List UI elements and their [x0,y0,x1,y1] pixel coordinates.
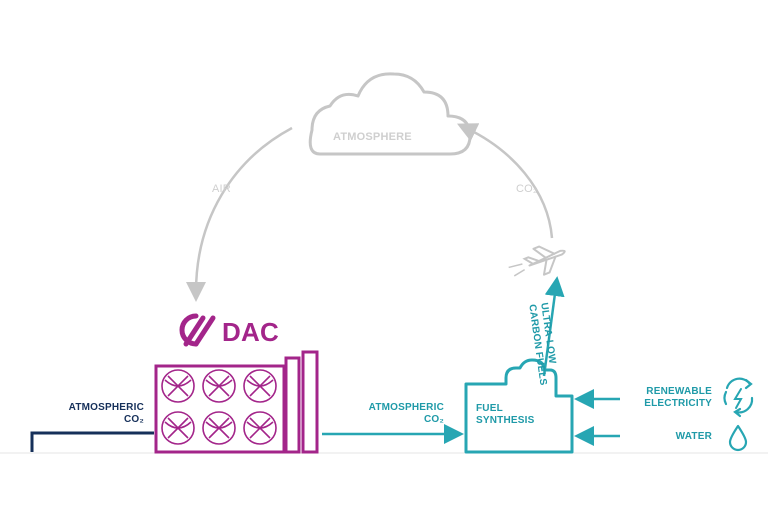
co2-top-label: CO₂ [516,183,538,195]
airplane-icon [508,245,566,277]
co2-return-arrow [456,123,554,239]
fuel-synthesis-label: FUEL SYNTHESIS [476,403,534,427]
atmospheric-co2-mid-line2: CO₂ [423,414,444,425]
atmospheric-co2-left-line1: ATMOSPHERIC [68,402,144,413]
atmosphere-label: ATMOSPHERE [333,131,412,143]
dac-logo-icon [179,313,216,347]
atmospheric-co2-mid-line1: ATMOSPHERIC [368,402,444,413]
water-drop-icon [728,424,748,452]
atmospheric-co2-input-line [30,431,154,452]
air-arrow [186,126,293,302]
fuel-synthesis-building [464,358,574,454]
renewable-electricity-line2: ELECTRICITY [644,398,712,409]
atmospheric-co2-left-label: ATMOSPHERIC CO₂ [40,402,144,426]
atmospheric-co2-mid-label: ATMOSPHERIC CO₂ [338,402,444,426]
atmospheric-co2-left-line2: CO₂ [123,414,144,425]
water-label: WATER [675,431,712,442]
fuel-synthesis-line2: SYNTHESIS [476,415,535,426]
renewable-electricity-label: RENEWABLE ELECTRICITY [610,386,712,410]
fuels-arrow [542,276,565,377]
dac-fan-grid [161,369,277,445]
fuel-synthesis-line1: FUEL [476,403,503,414]
dac-unit [154,350,319,454]
renewable-cycle-icon [723,377,754,418]
dac-title: DAC [222,317,279,347]
renewable-electricity-line1: RENEWABLE [646,386,712,397]
air-label: AIR [212,183,231,195]
